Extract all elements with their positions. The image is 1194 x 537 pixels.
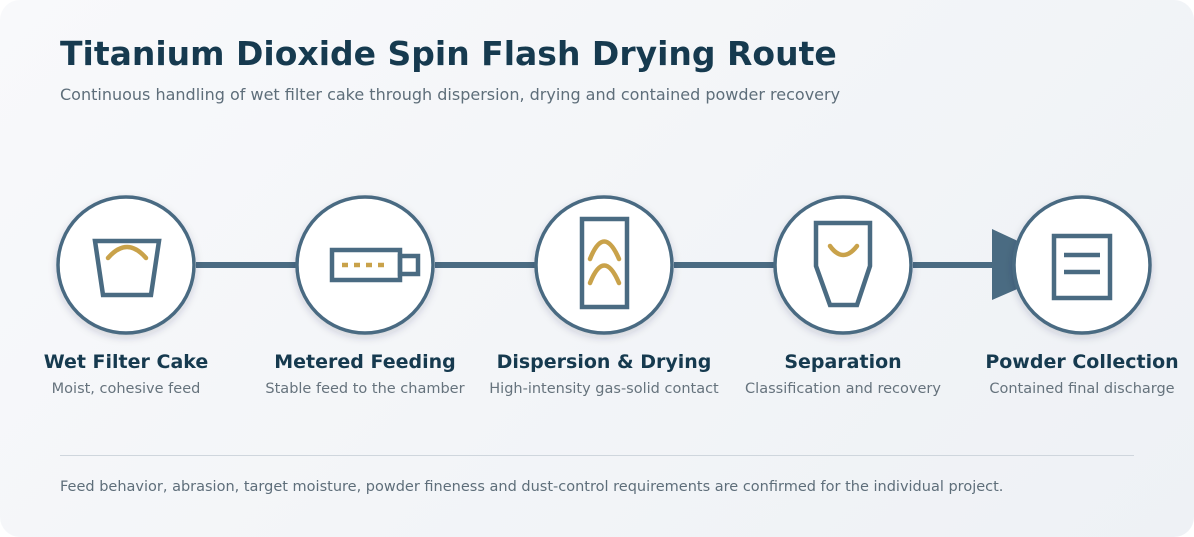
step-node-separation bbox=[773, 195, 913, 335]
step-node-metered-feeding bbox=[295, 195, 435, 335]
bucket-icon bbox=[92, 238, 162, 298]
footnote: Feed behavior, abrasion, target moisture… bbox=[60, 479, 1004, 495]
step-label-dispersion-drying: Dispersion & Drying bbox=[496, 351, 712, 373]
step-desc-dispersion-drying: High-intensity gas-solid contact bbox=[489, 381, 719, 397]
step-node-powder-collection bbox=[1012, 195, 1152, 335]
drying-chamber-icon bbox=[579, 216, 630, 310]
step-circle bbox=[773, 195, 913, 335]
step-node-dispersion-drying bbox=[534, 195, 674, 335]
step-circle bbox=[1012, 195, 1152, 335]
step-circle bbox=[295, 195, 435, 335]
collection-bin-icon bbox=[1051, 233, 1113, 301]
step-label-metered-feeding: Metered Feeding bbox=[274, 351, 456, 373]
step-desc-wet-filter-cake: Moist, cohesive feed bbox=[51, 381, 201, 397]
step-label-powder-collection: Powder Collection bbox=[985, 351, 1179, 373]
step-circle bbox=[56, 195, 196, 335]
diagram-title: Titanium Dioxide Spin Flash Drying Route bbox=[60, 34, 837, 73]
step-desc-powder-collection: Contained final discharge bbox=[989, 381, 1175, 397]
step-label-wet-filter-cake: Wet Filter Cake bbox=[43, 351, 209, 373]
step-desc-metered-feeding: Stable feed to the chamber bbox=[265, 381, 465, 397]
step-label-separation: Separation bbox=[784, 351, 902, 373]
screw-feeder-icon bbox=[329, 247, 421, 283]
step-node-wet-filter-cake bbox=[56, 195, 196, 335]
diagram-subtitle: Continuous handling of wet filter cake t… bbox=[60, 85, 841, 104]
cyclone-icon bbox=[813, 220, 873, 308]
divider bbox=[60, 455, 1134, 456]
step-desc-separation: Classification and recovery bbox=[745, 381, 941, 397]
